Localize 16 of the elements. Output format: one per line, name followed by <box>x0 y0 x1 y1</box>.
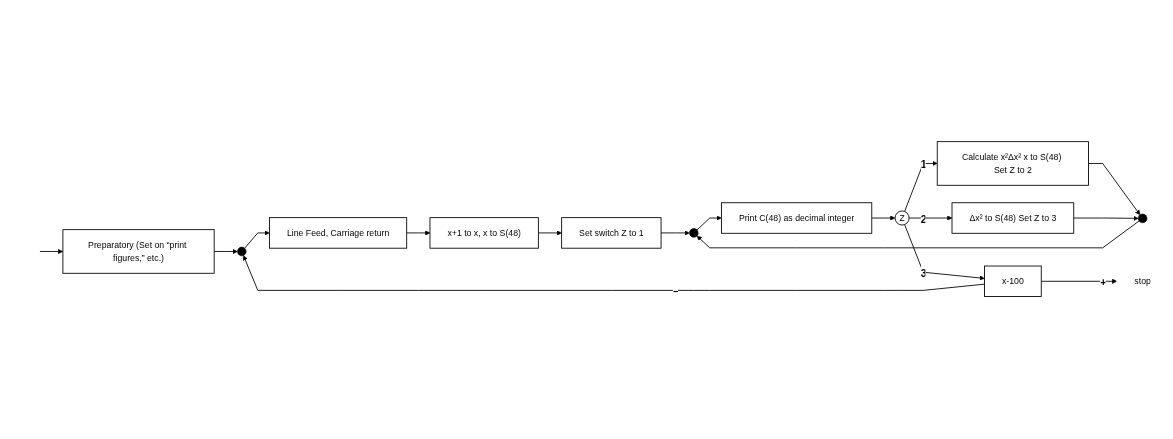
node-box: Δx² to S(48) Set Z to 3 <box>951 202 1075 234</box>
node-box: x-100 <box>984 265 1042 298</box>
edge-label: 3 <box>920 267 927 280</box>
node-circle <box>1137 213 1148 224</box>
node-box: Preparatory (Set on “print figures,” etc.) <box>62 229 215 274</box>
node-circle: Z <box>894 210 910 226</box>
node-box: Calculate x²Δx² x to S(48) Set Z to 2 <box>936 141 1089 186</box>
edge-label: 2 <box>920 213 927 226</box>
node-box: Set switch Z to 1 <box>561 217 662 249</box>
node-box: Line Feed, Carriage return <box>269 217 408 249</box>
node-text: stop <box>1134 276 1151 286</box>
edge-label: 1 <box>920 158 927 171</box>
node-box: Print C(48) as decimal integer <box>721 202 873 234</box>
node-box: x+1 to x, x to S(48) <box>429 217 539 249</box>
node-circle <box>689 228 699 238</box>
node-circle <box>237 247 247 257</box>
